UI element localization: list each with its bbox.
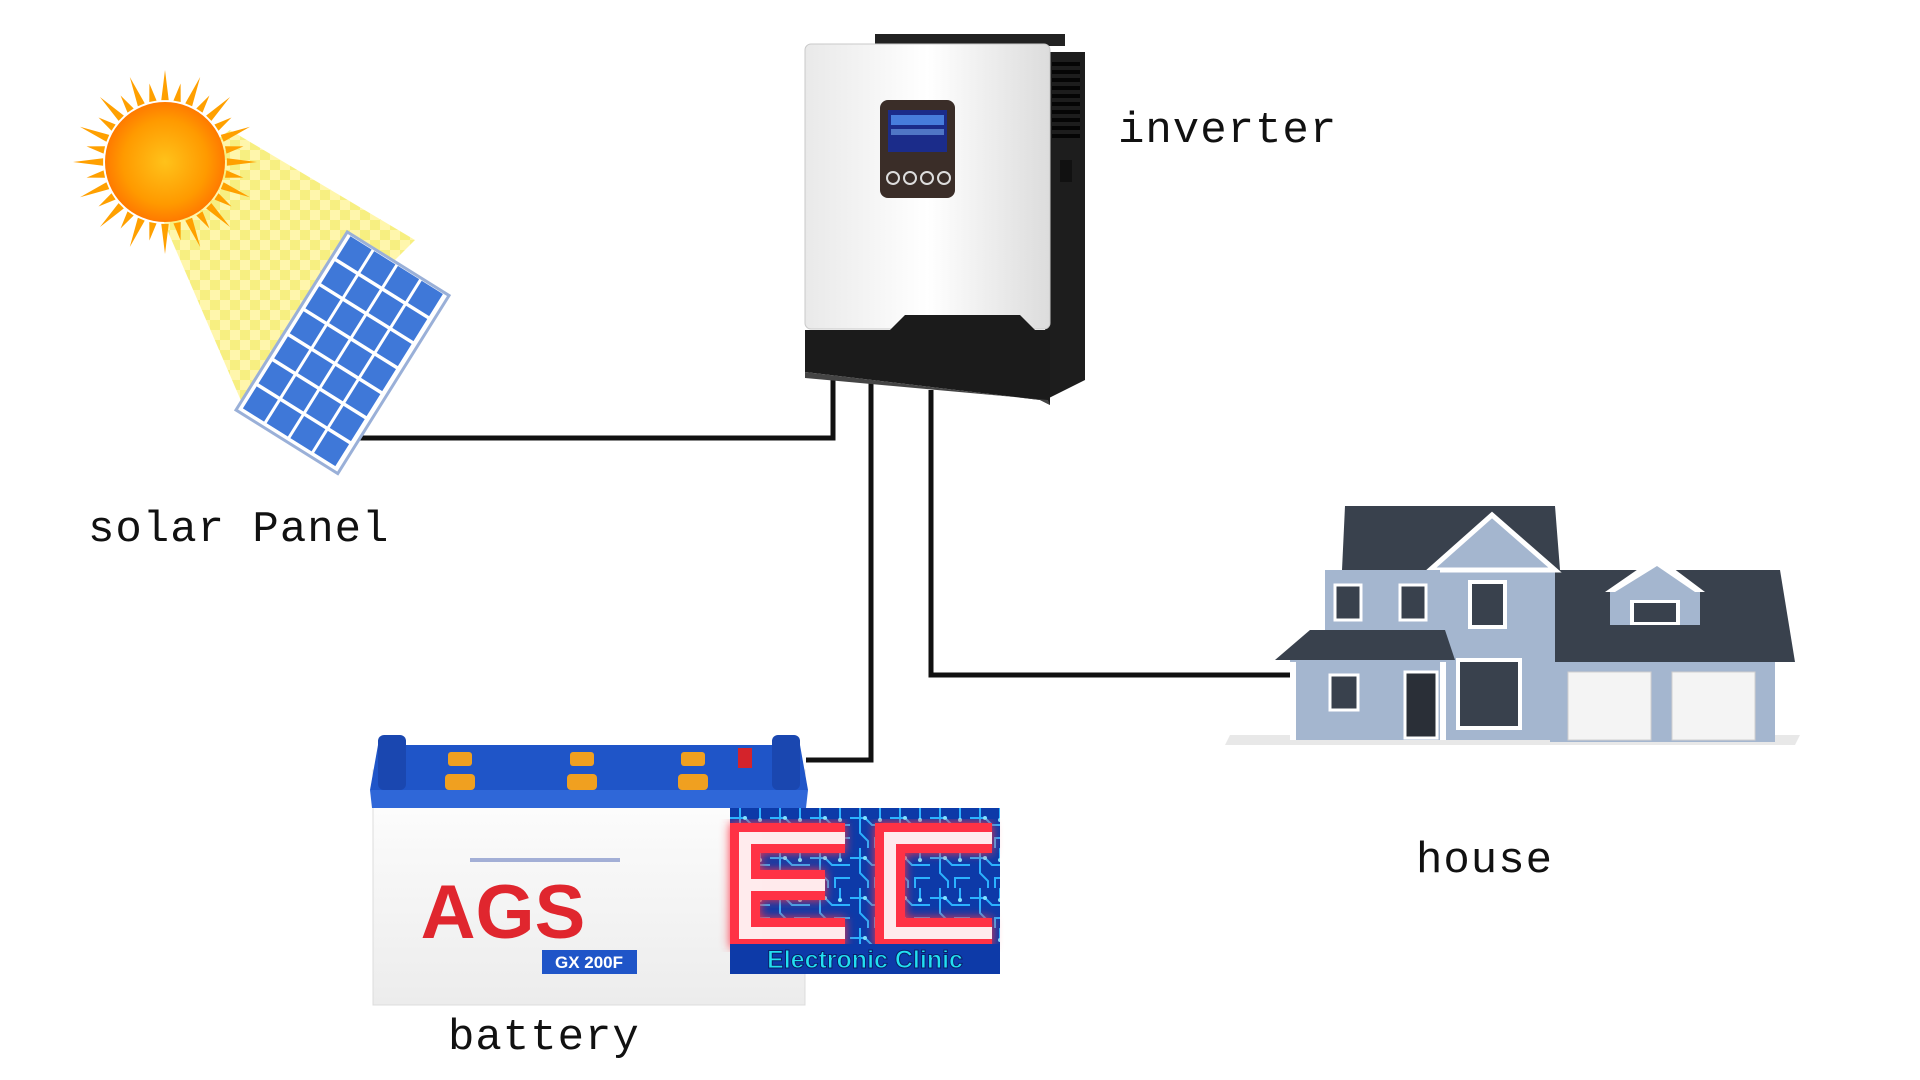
wire-panel-to-inverter (340, 380, 836, 441)
wire-inverter-to-house (928, 390, 1290, 678)
wires (340, 380, 1290, 763)
sun-icon (73, 70, 257, 254)
battery-label: battery (448, 1013, 640, 1063)
logo-text: Electronic Clinic (767, 946, 963, 974)
solar-panel-icon (233, 229, 452, 476)
battery-model: GX 200F (555, 953, 623, 972)
house-label: house (1416, 836, 1554, 886)
house-icon (1225, 506, 1800, 745)
battery-brand: AGS (421, 870, 586, 955)
electronic-clinic-logo: Electronic Clinic (730, 808, 1000, 975)
inverter-icon (804, 34, 1085, 405)
wire-battery-to-inverter (806, 380, 874, 763)
solar-panel-label: solar Panel (88, 505, 390, 555)
inverter-label: inverter (1118, 106, 1338, 156)
